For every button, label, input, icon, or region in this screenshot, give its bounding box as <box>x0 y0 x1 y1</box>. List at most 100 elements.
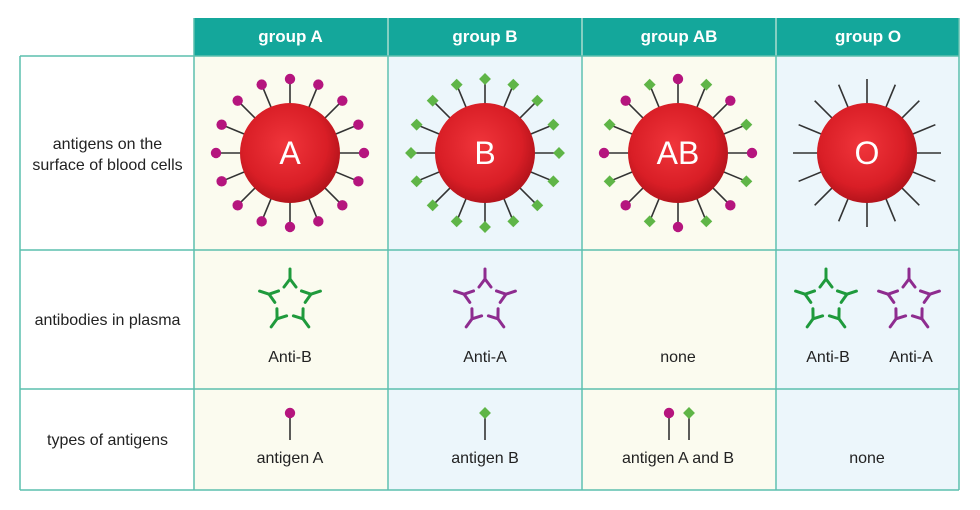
antigen-a-marker <box>672 73 684 85</box>
antibody-y-icon <box>918 289 941 304</box>
antibody-cluster-anti-b <box>258 267 322 329</box>
antigen-type-b-icon <box>479 407 491 440</box>
antigen-type-b-icon <box>683 407 695 440</box>
antibody-stem <box>845 289 858 296</box>
antibody-stem <box>888 317 898 329</box>
antibody-arm-left <box>483 277 493 289</box>
antigen-a-marker <box>725 95 736 106</box>
blood-cell-b: B <box>405 73 565 233</box>
antigen-b-marker <box>643 78 656 91</box>
antigen-b-marker <box>405 147 417 159</box>
antibody-stem <box>269 317 279 329</box>
antibody-y-icon <box>877 289 900 304</box>
antigen-b-marker <box>603 118 616 131</box>
antibody-arm-left <box>462 289 476 296</box>
antibody-stem <box>504 289 517 296</box>
antigen-b-marker <box>547 175 560 188</box>
antigen-a-marker <box>216 176 227 187</box>
antigen-a-marker <box>210 147 222 159</box>
antibody-arm-right <box>282 277 292 289</box>
antibody-label-ab: none <box>660 349 696 366</box>
row-label-types: types of antigens <box>47 431 168 449</box>
antibody-arm-left <box>894 307 898 321</box>
antigen-a-marker <box>313 216 324 227</box>
antibody-label-o-1: Anti-B <box>806 349 850 366</box>
antibody-arm-right <box>837 307 841 321</box>
antibody-label-a: Anti-B <box>268 349 312 366</box>
antibody-y-icon <box>794 289 817 304</box>
antigen-a-marker <box>284 221 296 233</box>
antigen-a-marker <box>353 176 364 187</box>
antibody-arm-left <box>275 307 279 321</box>
antibody-arm-right <box>886 292 896 304</box>
antigen-a-marker <box>672 221 684 233</box>
antigen-b-marker <box>740 175 753 188</box>
antigen-b-marker <box>603 175 616 188</box>
antigen-b-marker <box>479 221 491 233</box>
antigen-a-marker <box>216 119 227 130</box>
antibody-arm-right <box>835 289 849 296</box>
antibody-arm-left <box>291 314 305 321</box>
antibody-arm-right <box>301 307 305 321</box>
antibody-y-icon <box>299 289 322 304</box>
antibody-stem <box>837 317 847 329</box>
antibody-label-o-2: Anti-A <box>889 349 933 366</box>
antigen-a-marker <box>746 147 758 159</box>
antibody-arm-right <box>894 314 908 321</box>
antigen-a-marker <box>620 95 631 106</box>
antigen-b-marker <box>700 215 713 228</box>
antigen-b-marker <box>740 118 753 131</box>
header-group-a: group A <box>194 18 387 56</box>
antibody-y-icon <box>464 307 484 329</box>
blood-cell-letter: B <box>474 135 495 171</box>
header-group-o: group O <box>777 18 959 56</box>
antibody-y-icon <box>910 307 930 329</box>
antibody-arm-left <box>303 292 313 304</box>
antibody-arm-right <box>275 314 289 321</box>
antibody-y-icon <box>453 289 476 304</box>
antigen-b-marker <box>507 215 520 228</box>
antigen-b-marker <box>450 78 463 91</box>
antibody-y-icon <box>888 307 908 329</box>
red-blood-cell-body <box>240 103 340 203</box>
antigen-a-marker <box>232 200 243 211</box>
antibody-stem <box>464 317 474 329</box>
antibody-stem <box>877 289 890 296</box>
antibody-y-icon <box>269 307 289 329</box>
antibody-arm-left <box>267 289 281 296</box>
antibody-y-icon <box>805 307 825 329</box>
antibody-arm-right <box>477 277 487 289</box>
red-blood-cell-body <box>435 103 535 203</box>
antigen-b-marker <box>450 215 463 228</box>
antibody-arm-right <box>267 292 277 304</box>
antigen-b-marker <box>700 78 713 91</box>
antibody-stem <box>928 289 941 296</box>
antibody-stem <box>794 289 807 296</box>
antibody-stem <box>301 317 311 329</box>
antibody-y-icon <box>835 289 858 304</box>
antigen-b-marker <box>553 147 565 159</box>
antibody-arm-left <box>827 314 841 321</box>
antibody-arm-left <box>486 314 500 321</box>
antigen-a-marker <box>337 200 348 211</box>
antibody-y-icon <box>486 307 506 329</box>
antibody-arm-right <box>918 289 932 296</box>
antibody-arm-left <box>839 292 849 304</box>
antigen-b-marker <box>531 199 544 212</box>
antigen-type-a-icon <box>284 407 296 440</box>
antigen-b-marker <box>643 215 656 228</box>
antibody-arm-left <box>811 307 815 321</box>
antibody-stem <box>496 317 506 329</box>
antibody-arm-right <box>803 292 813 304</box>
antigen-a-marker <box>256 79 267 90</box>
antibody-arm-left <box>498 292 508 304</box>
blood-cell-letter: AB <box>657 135 700 171</box>
antibody-y-icon <box>901 267 917 289</box>
antigen-b-marker <box>410 118 423 131</box>
antibody-y-icon <box>282 267 298 289</box>
antibody-cluster-anti-b <box>794 267 858 329</box>
antigen-a-marker <box>353 119 364 130</box>
antibody-arm-left <box>288 277 298 289</box>
